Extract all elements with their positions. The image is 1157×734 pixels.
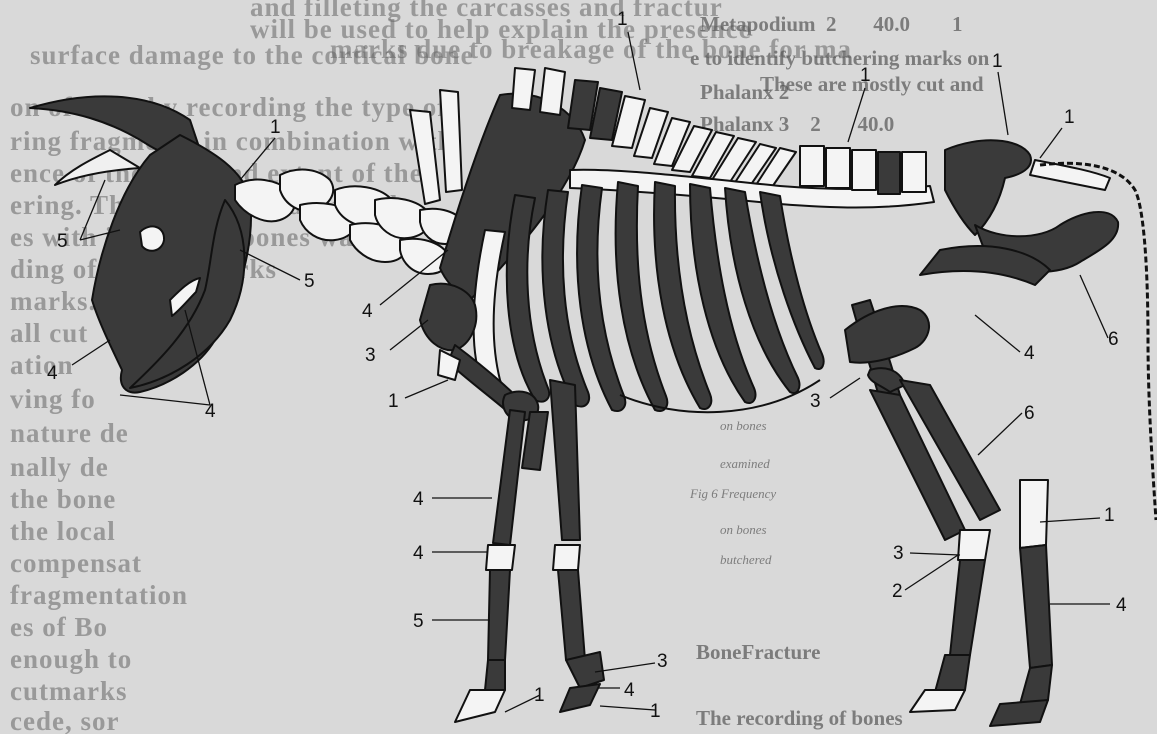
callout-label: 1 <box>650 702 661 721</box>
callout-label: 2 <box>892 582 903 601</box>
callout-label: 6 <box>1024 404 1035 423</box>
callout-label: 3 <box>893 544 904 563</box>
callout-label: 1 <box>270 118 281 137</box>
callout-label: 4 <box>1024 344 1035 363</box>
callout-label: 1 <box>534 686 545 705</box>
callout-label: 4 <box>413 490 424 509</box>
callout-label: 4 <box>362 302 373 321</box>
callout-label: 1 <box>860 66 871 85</box>
horn-lower <box>55 150 140 185</box>
lumbar-vertebrae <box>800 146 926 194</box>
callout-label: 4 <box>205 402 216 421</box>
callout-label: 5 <box>57 232 68 251</box>
callout-label: 5 <box>413 612 424 631</box>
callout-label: 4 <box>413 544 424 563</box>
callout-label: 1 <box>617 10 628 29</box>
callout-label: 1 <box>1064 108 1075 127</box>
callout-label: 3 <box>657 652 668 671</box>
callout-label: 6 <box>1108 330 1119 349</box>
pelvis-hindlimb <box>845 140 1118 726</box>
callout-label: 5 <box>304 272 315 291</box>
callout-label: 1 <box>1104 506 1115 525</box>
callout-label: 3 <box>810 392 821 411</box>
orbit <box>140 226 164 250</box>
callout-label: 4 <box>47 364 58 383</box>
rib-cage <box>474 182 824 412</box>
callout-label: 1 <box>388 392 399 411</box>
forelimb <box>420 284 604 722</box>
callout-label: 4 <box>624 681 635 700</box>
callout-label: 4 <box>1116 596 1127 615</box>
callout-label: 3 <box>365 346 376 365</box>
callout-label: 1 <box>992 52 1003 71</box>
